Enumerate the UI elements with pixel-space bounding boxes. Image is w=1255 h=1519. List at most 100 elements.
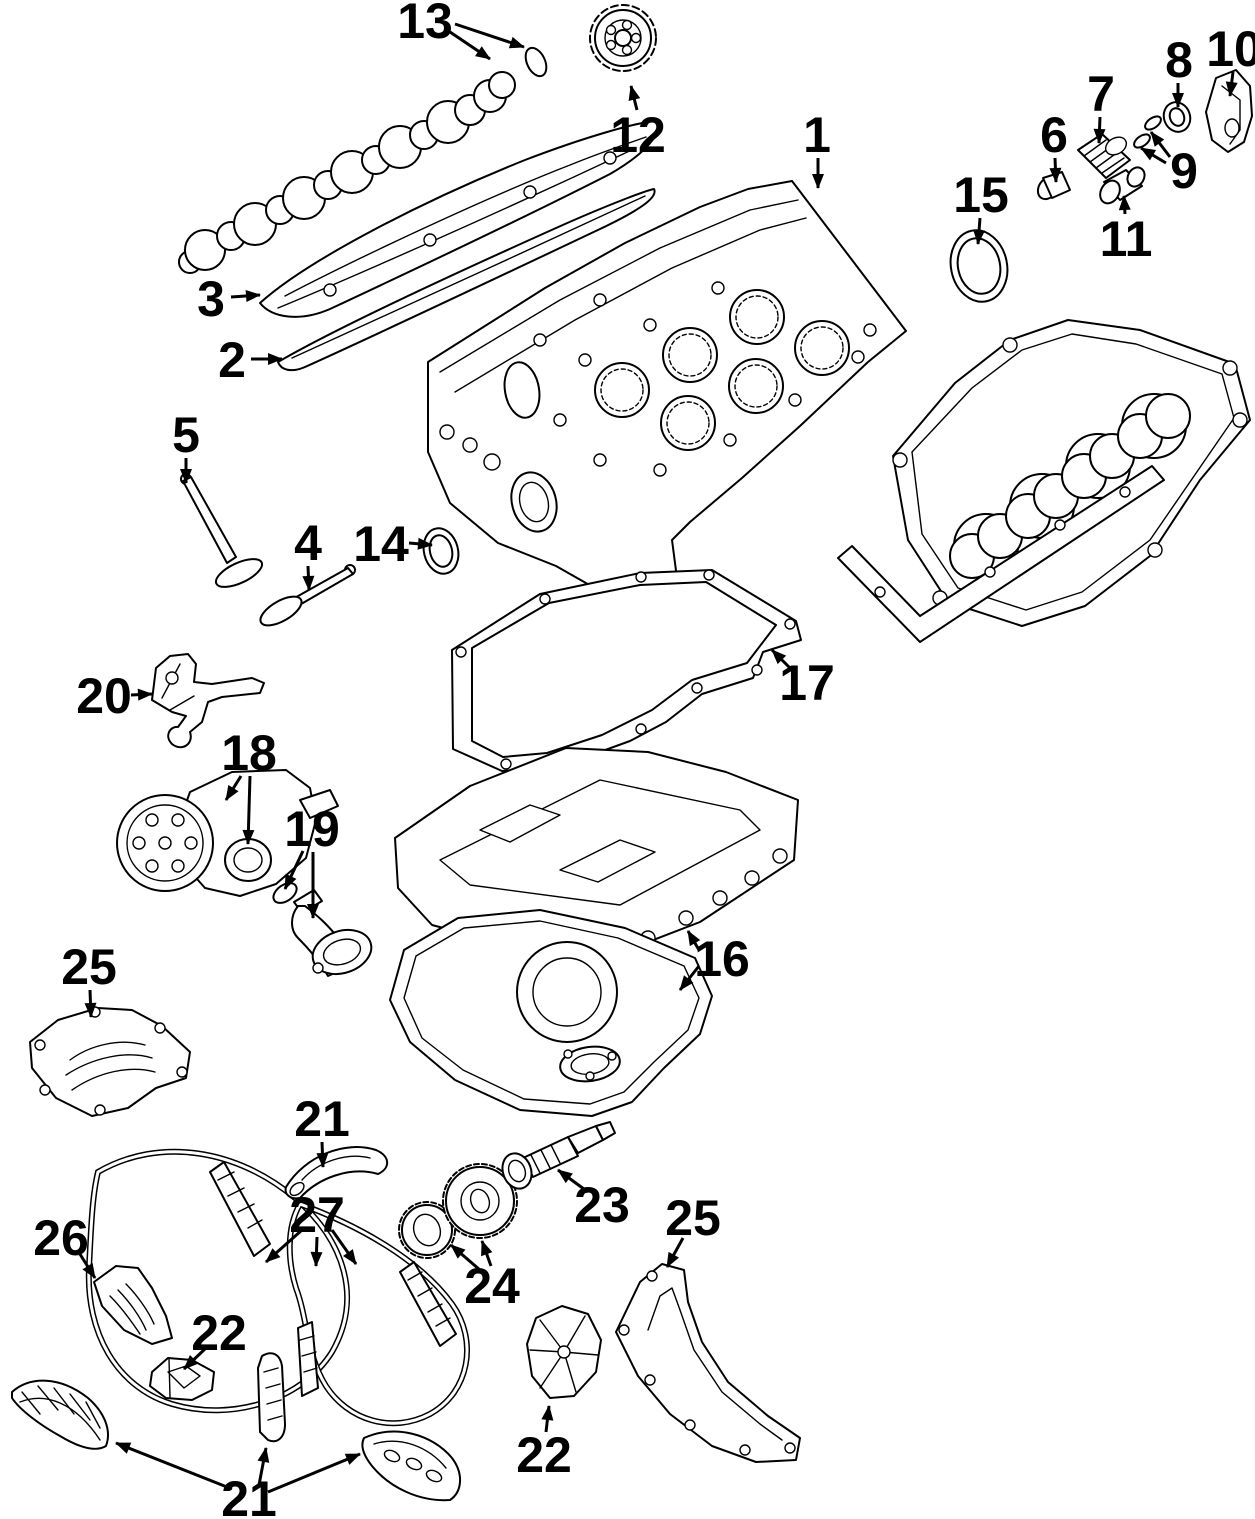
part-number-label: 2 <box>218 332 246 388</box>
leader-arrow <box>283 850 305 890</box>
leader-arrow <box>686 930 701 951</box>
part-number-label: 6 <box>1040 107 1068 163</box>
callout-guide-wedge: 26 <box>33 1210 97 1279</box>
part-number-label: 15 <box>953 167 1009 223</box>
chain-strand-left-drawing <box>209 1161 271 1257</box>
part-number-label: 9 <box>1170 143 1198 199</box>
leader-arrow <box>130 688 153 701</box>
callout-camshaft: 13 <box>397 0 525 61</box>
valve-keepers-drawing <box>1133 115 1162 149</box>
oil-pickup-tube-drawing <box>272 882 373 977</box>
callout-valve-spring: 7 <box>1087 66 1115 144</box>
leader-arrow <box>76 1250 97 1279</box>
part-number-label: 13 <box>397 0 453 49</box>
timing-cover-right-drawing <box>615 1263 801 1463</box>
leader-arrow <box>316 1141 329 1168</box>
pump-drive-bolt-drawing <box>501 1121 616 1190</box>
part-number-label: 16 <box>694 931 750 987</box>
callout-camshaft-sprocket: 12 <box>610 85 666 163</box>
leader-arrow <box>480 1240 493 1267</box>
callout-pump-drive-bolt: 23 <box>557 1168 630 1233</box>
oil-pan-upper-drawing <box>394 747 799 953</box>
camshaft-drawing <box>178 46 548 274</box>
leader-arrow <box>1093 116 1106 144</box>
leader-arrow <box>665 1237 685 1268</box>
part-number-label: 8 <box>1165 32 1193 88</box>
callout-cylinder-head: 1 <box>803 107 831 189</box>
part-number-label: 10 <box>1206 21 1255 77</box>
part-number-label: 20 <box>76 668 132 724</box>
leader-arrow <box>230 289 261 302</box>
leader-arrow <box>449 30 491 61</box>
callout-rocker-arm: 10 <box>1206 21 1255 97</box>
leader-arrow <box>224 775 243 801</box>
valve-cover-left-drawing <box>259 120 659 318</box>
leader-arrow <box>454 22 525 49</box>
valve-cover-gasket-right-drawing <box>837 465 1165 643</box>
part-number-label: 24 <box>464 1258 520 1314</box>
callout-chain-tensioner-right: 22 <box>516 1405 572 1483</box>
oil-pump-drawing <box>116 769 339 897</box>
chain-tensioner-right-drawing <box>526 1305 602 1399</box>
part-number-label: 5 <box>172 407 200 463</box>
leader-arrow <box>330 1229 358 1265</box>
part-number-label: 22 <box>516 1427 572 1483</box>
part-number-label: 25 <box>61 939 117 995</box>
leader-arrow <box>1118 195 1131 215</box>
callout-intake-valve: 4 <box>294 515 322 591</box>
valve-cover-gasket-left-drawing <box>277 188 656 372</box>
leader-arrow <box>973 217 986 245</box>
part-number-label: 26 <box>33 1210 89 1266</box>
part-number-label: 7 <box>1087 66 1115 122</box>
callout-oil-pan: 16 <box>678 930 750 991</box>
part-number-label: 21 <box>221 1471 277 1519</box>
part-number-label: 12 <box>610 107 666 163</box>
callout-timing-cover-right: 25 <box>665 1190 721 1268</box>
part-number-label: 4 <box>294 515 322 571</box>
part-number-label: 17 <box>779 655 835 711</box>
part-number-label: 11 <box>1100 211 1153 267</box>
callout-exhaust-valve: 5 <box>172 407 200 484</box>
leader-arrow <box>84 989 97 1018</box>
chain-strand-mid-drawing <box>297 1321 319 1397</box>
callout-valve-lifter: 11 <box>1100 195 1153 267</box>
part-number-label: 25 <box>665 1190 721 1246</box>
guide-wedge-drawing <box>93 1265 173 1345</box>
part-number-label: 14 <box>353 516 409 572</box>
callout-camshaft-seal: 14 <box>353 516 433 572</box>
oil-pan-gasket-drawing <box>451 569 802 772</box>
exhaust-valve-drawing <box>180 473 264 588</box>
leader-arrow <box>1049 157 1062 183</box>
callout-chain-guide-top: 21 <box>294 1091 350 1168</box>
callout-valve-cover-gasket-left: 2 <box>218 332 283 388</box>
callout-spring-retainer: 8 <box>1165 32 1193 108</box>
chain-tensioner-left-drawing <box>149 1357 215 1401</box>
callout-oil-pump: 18 <box>221 725 277 845</box>
leader-arrow <box>450 1243 481 1272</box>
chain-guide-bottom-left-drawing <box>11 1379 109 1450</box>
leader-arrow <box>541 1405 554 1433</box>
callout-tensioner-bracket: 20 <box>76 668 153 724</box>
chain-guide-bottom-right-drawing <box>361 1430 461 1502</box>
part-number-label: 27 <box>289 1187 345 1243</box>
callout-chain-tensioner-left: 22 <box>182 1305 247 1371</box>
callout-chain-guides-bottom: 21 <box>115 1441 361 1519</box>
oil-pan-lower-drawing <box>389 909 713 1117</box>
part-number-label: 23 <box>574 1177 630 1233</box>
valve-lifter-drawing <box>1099 166 1146 205</box>
callout-timing-cover-left: 25 <box>61 939 117 1018</box>
leader-arrow <box>182 1345 209 1371</box>
callout-round-seal: 15 <box>953 167 1009 245</box>
leader-arrow <box>265 1228 303 1264</box>
timing-cover-left-drawing <box>29 1006 191 1117</box>
camshaft-seal-drawing <box>422 527 460 575</box>
valve-cover-right-drawing <box>892 319 1251 627</box>
part-number-label: 21 <box>294 1091 350 1147</box>
leader-arrow <box>628 85 641 111</box>
part-number-label: 1 <box>803 107 831 163</box>
cylinder-head-drawing <box>427 180 907 592</box>
camshaft-sprocket-drawing <box>589 4 657 72</box>
